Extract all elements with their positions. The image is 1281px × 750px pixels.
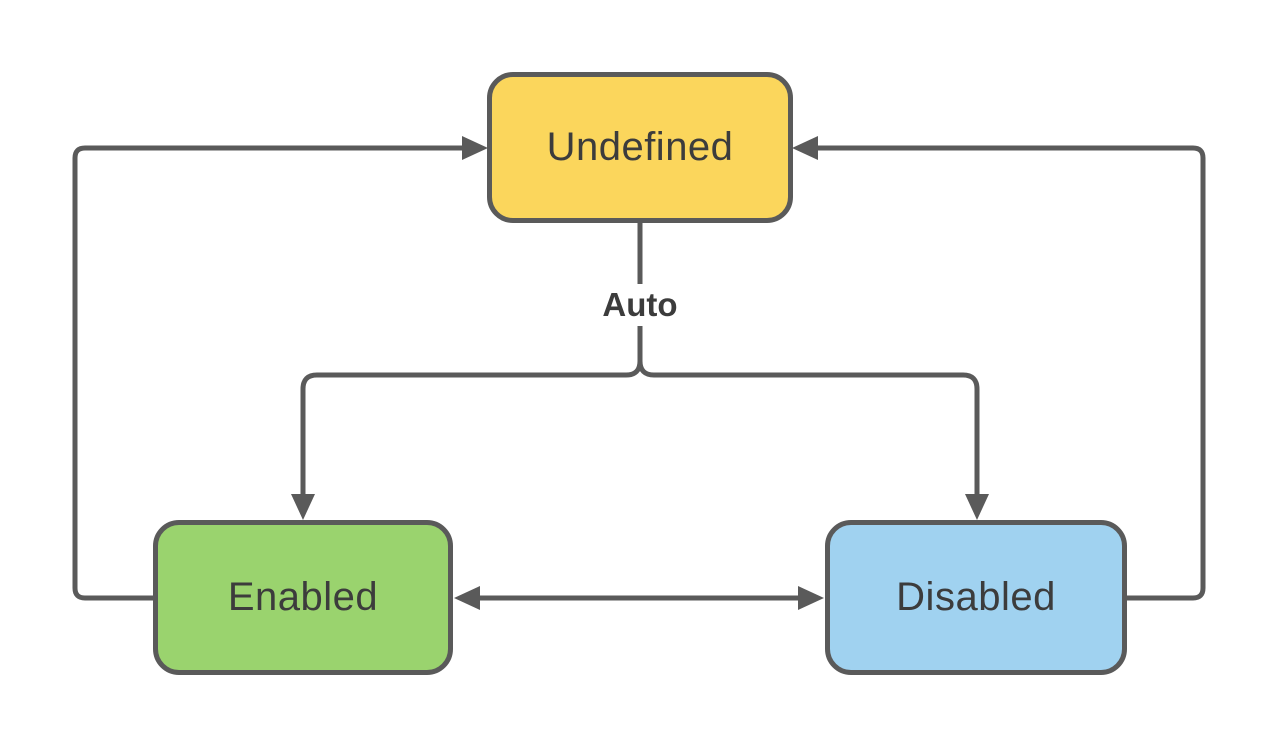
edge-enabled-to-undefined bbox=[72, 145, 462, 601]
node-enabled-label: Enabled bbox=[227, 575, 379, 619]
node-undefined: Undefined bbox=[487, 72, 793, 223]
edge-auto-to-disabled bbox=[637, 348, 980, 494]
node-disabled: Disabled bbox=[825, 520, 1127, 675]
arrowhead-into-enabled-top bbox=[291, 494, 315, 520]
node-disabled-label: Disabled bbox=[896, 575, 1056, 619]
arrowhead-into-disabled-left bbox=[798, 586, 824, 610]
arrowhead-into-undefined-right bbox=[792, 136, 818, 160]
node-enabled: Enabled bbox=[153, 520, 453, 675]
arrowhead-into-disabled-top bbox=[965, 494, 989, 520]
node-undefined-label: Undefined bbox=[546, 125, 734, 169]
arrowhead-into-enabled-right bbox=[454, 586, 480, 610]
arrowhead-into-undefined-left bbox=[462, 136, 488, 160]
edge-auto-to-enabled bbox=[300, 348, 643, 494]
edge-label-auto: Auto bbox=[596, 284, 684, 326]
edge-disabled-to-undefined bbox=[818, 145, 1206, 601]
